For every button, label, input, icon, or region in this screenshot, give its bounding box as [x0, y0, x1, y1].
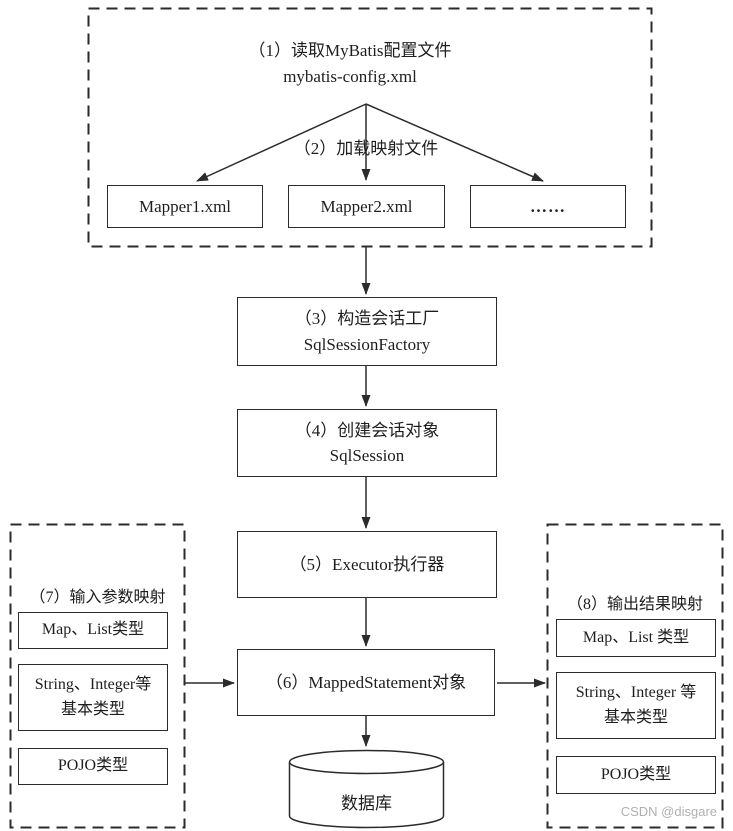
input-mapping-title: （7）输入参数映射	[29, 589, 166, 606]
output-mapping-item-pojo: POJO类型	[556, 756, 716, 794]
step1-line2: mybatis-config.xml	[283, 67, 417, 86]
config-group-border	[87, 7, 653, 248]
output-mapping-item-basic-types: String、Integer 等 基本类型	[556, 672, 716, 739]
step6-label: （6）MappedStatement对象	[265, 672, 467, 692]
mapped-statement-node: （6）MappedStatement对象	[237, 649, 495, 716]
output-mapping-item-map-list: Map、List 类型	[556, 619, 716, 657]
step4-line1: （4）创建会话对象	[294, 420, 440, 440]
session-factory-node: （3）构造会话工厂 SqlSessionFactory	[237, 297, 497, 366]
arrow-config-to-mapper1	[196, 103, 367, 182]
step3-line2: SqlSessionFactory	[303, 334, 431, 354]
database-label: 数据库	[341, 793, 392, 813]
database-cylinder-shape	[288, 749, 445, 829]
step1-line1: （1）读取MyBatis配置文件	[248, 41, 452, 60]
output-mapping-title: （8）输出结果映射	[566, 596, 703, 613]
mapper2-label: Mapper2.xml	[320, 196, 413, 216]
input-mapping-item-basic-types: String、Integer等 基本类型	[18, 664, 168, 731]
mapper1-node: Mapper1.xml	[107, 185, 263, 228]
watermark: CSDN @disgare	[620, 804, 717, 819]
input-mapping-item-pojo: POJO类型	[18, 748, 168, 785]
database-node: 数据库	[288, 749, 445, 829]
step3-line1: （3）构造会话工厂	[294, 309, 440, 328]
output-mapping-group-border	[546, 523, 724, 829]
step4-line2: SqlSession	[329, 446, 405, 465]
mapper-ellipsis-node: ……	[470, 185, 626, 228]
step1-title: （1）读取MyBatis配置文件 mybatis-config.xml	[68, 38, 632, 90]
input-mapping-group-border	[9, 523, 186, 829]
sql-session-node: （4）创建会话对象 SqlSession	[237, 409, 497, 477]
executor-node: （5）Executor执行器	[237, 531, 497, 598]
mapper1-label: Mapper1.xml	[138, 196, 232, 216]
input-mapping-item-map-list: Map、List类型	[18, 612, 168, 649]
mapper2-node: Mapper2.xml	[288, 185, 445, 228]
step5-label: （5）Executor执行器	[289, 554, 445, 574]
arrow-config-to-mapper3	[365, 103, 544, 182]
step2-label: （2）加载映射文件	[293, 139, 439, 158]
mapper-ellipsis-label: ……	[530, 196, 566, 216]
